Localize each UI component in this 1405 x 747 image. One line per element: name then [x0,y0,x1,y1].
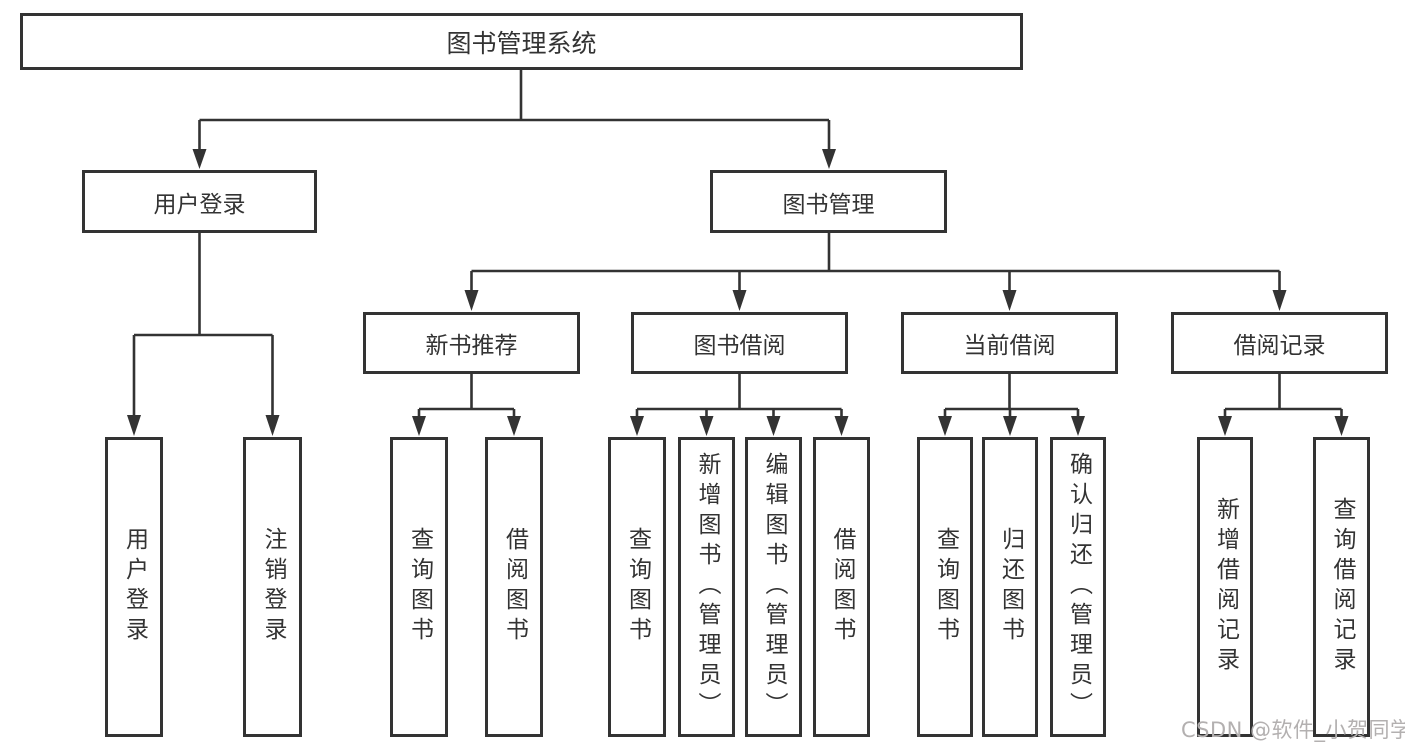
leaf-label: 借阅图书 [501,527,528,647]
leaf-bb-borrow-books: 借阅图书 [813,437,870,737]
leaf-bb-query-books: 查询图书 [608,437,666,737]
leaf-label: 借阅图书 [829,527,855,647]
arrowhead-icon [127,415,141,436]
leaf-user-login: 用户登录 [105,437,163,737]
arrowhead-icon [732,290,747,311]
arrowhead-icon [766,416,781,436]
leaf-label: 归还图书 [997,527,1024,647]
leaf-br-add-borrow-record: 新增借阅记录 [1197,437,1253,737]
edge-newbook-to-leaves [417,374,516,420]
arrowhead-icon [834,416,849,436]
node-book-management: 图书管理 [710,170,947,233]
arrowhead-icon [1218,416,1232,436]
leaf-label: 确认归还（管理员） [1065,452,1092,722]
arrowhead-icon [1002,290,1017,311]
leaf-nbr-borrow-books: 借阅图书 [485,437,543,737]
arrowhead-icon [630,416,644,436]
leaf-br-query-borrow-record: 查询借阅记录 [1313,437,1370,737]
node-user-login: 用户登录 [82,170,317,233]
arrowhead-icon [507,416,521,436]
leaf-label: 新增借阅记录 [1212,497,1239,677]
arrowhead-icon [938,416,952,436]
leaf-label: 查询图书 [624,527,651,647]
arrowhead-icon [192,149,207,169]
arrowhead-icon [464,290,479,311]
leaf-label: 编辑图书（管理员） [761,452,787,722]
leaf-cb-return-books: 归还图书 [982,437,1038,737]
arrowhead-icon [412,416,426,436]
leaf-label: 查询借阅记录 [1329,497,1355,677]
node-root: 图书管理系统 [20,13,1023,70]
edge-bookmgmt-to-level3 [470,232,1281,293]
arrowhead-icon [265,415,280,436]
edge-root-to-level2 [198,69,831,152]
arrowhead-icon [1272,290,1287,311]
leaf-bb-edit-books-admin: 编辑图书（管理员） [745,437,802,737]
leaf-nbr-query-books: 查询图书 [390,437,448,737]
node-new-book-recommend: 新书推荐 [363,312,580,374]
node-borrow-records: 借阅记录 [1171,312,1388,374]
edge-bookborrow-to-leaves [635,374,843,420]
node-book-borrow: 图书借阅 [631,312,848,374]
arrowhead-icon [1334,416,1349,436]
leaf-label: 查询图书 [932,527,959,647]
edge-borrowrecords-to-leaves [1223,374,1343,420]
leaf-cb-query-books: 查询图书 [917,437,973,737]
leaf-cb-confirm-return-admin: 确认归还（管理员） [1050,437,1106,737]
leaf-label: 新增图书（管理员） [694,452,720,722]
leaf-label: 查询图书 [406,527,433,647]
arrowhead-icon [1071,416,1085,436]
arrowhead-icon [699,416,714,436]
leaf-bb-add-books-admin: 新增图书（管理员） [678,437,735,737]
leaf-logout: 注销登录 [243,437,302,737]
arrowhead-icon [1003,416,1017,436]
edge-currentborrow-to-leaves [943,374,1080,420]
node-current-borrow: 当前借阅 [901,312,1118,374]
arrowhead-icon [822,149,836,169]
leaf-label: 用户登录 [121,527,148,647]
leaf-label: 注销登录 [260,527,286,647]
edge-userlogin-to-leaves [132,233,274,418]
watermark: CSDN @软件_小贺同学 [1181,718,1405,742]
